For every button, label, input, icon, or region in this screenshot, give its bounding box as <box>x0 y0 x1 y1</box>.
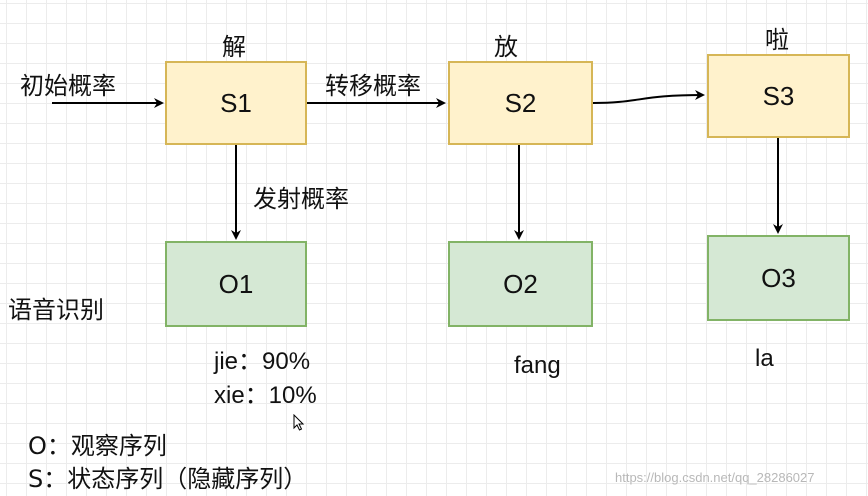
legend-state: S：状态序列（隐藏序列） <box>28 465 308 493</box>
mouse-cursor-icon <box>293 414 305 431</box>
obs-box-o1: O1 <box>165 241 307 327</box>
transition-arrow-s2-s3 <box>592 90 705 104</box>
state-char-s3: 啦 <box>765 26 789 54</box>
obs-box-o2: O2 <box>448 241 593 327</box>
task-label: 语音识别 <box>8 296 104 324</box>
o2-output: fang <box>514 352 561 379</box>
o1-output-line2: xie：10% <box>214 382 317 409</box>
o3-output: la <box>755 345 774 372</box>
emission-prob-label: 发射概率 <box>253 185 349 213</box>
transition-prob-label: 转移概率 <box>325 72 421 100</box>
initial-prob-label: 初始概率 <box>20 72 116 100</box>
state-box-s1: S1 <box>165 61 307 145</box>
state-char-s1: 解 <box>222 33 246 61</box>
state-box-s3: S3 <box>707 54 850 138</box>
o1-output-line1: jie：90% <box>214 348 311 375</box>
legend-observation: O：观察序列 <box>28 432 167 460</box>
state-box-s2: S2 <box>448 61 593 145</box>
watermark: https://blog.csdn.net/qq_28286027 <box>615 470 815 485</box>
state-char-s2: 放 <box>494 33 518 61</box>
obs-box-o3: O3 <box>707 235 850 321</box>
